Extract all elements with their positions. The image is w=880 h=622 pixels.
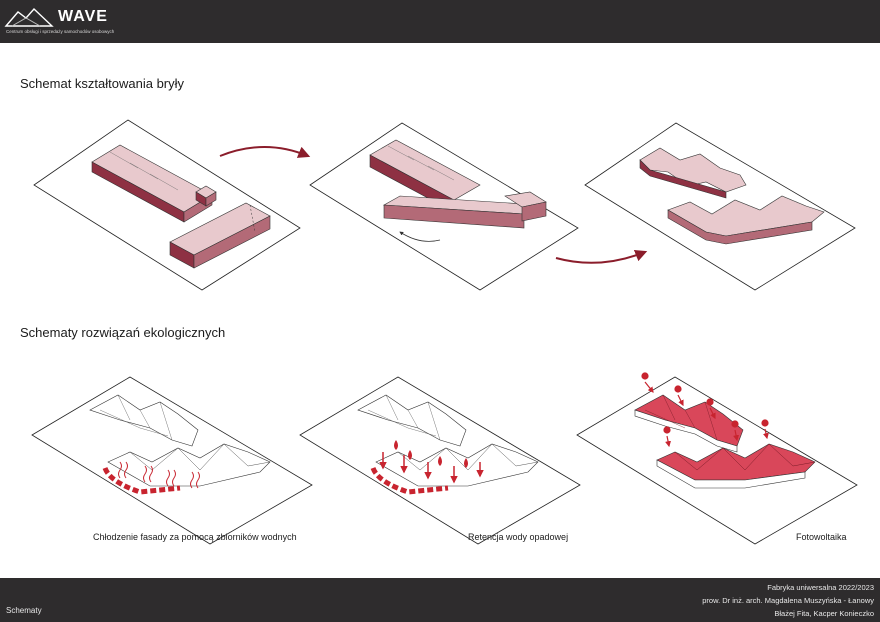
- eco-cooling-diagram: [31, 376, 313, 545]
- pv-caption: Fotowoltaika: [796, 532, 847, 542]
- footer-bar: Schematy Fabryka uniwersalna 2022/2023 p…: [0, 578, 880, 622]
- wave-logo-icon: [4, 7, 54, 27]
- transition-arrow-1: [219, 146, 311, 158]
- logo-subtitle: Centrum obsługi i sprzedaży samochodów o…: [6, 29, 115, 34]
- massing-step-2: [309, 122, 579, 291]
- transition-arrow-2: [555, 249, 648, 264]
- page-name: Schematy: [6, 606, 42, 615]
- credits-line-3: Błażej Fita, Kacper Konieczko: [774, 609, 874, 618]
- header-bar: WAVE Centrum obsługi i sprzedaży samocho…: [0, 0, 880, 43]
- credits-line-2: prow. Dr inż. arch. Magdalena Muszyńska …: [702, 596, 874, 605]
- logo-text: WAVE: [58, 8, 108, 25]
- retention-caption: Retencja wody opadowej: [468, 532, 569, 542]
- massing-step-3: [584, 122, 856, 291]
- cooling-caption: Chłodzenie fasady za pomocą zbiorników w…: [93, 532, 297, 542]
- credits-line-1: Fabryka uniwersalna 2022/2023: [767, 583, 874, 592]
- massing-section-title: Schemat kształtowania bryły: [20, 76, 185, 91]
- eco-section-title: Schematy rozwiązań ekologicznych: [20, 325, 226, 340]
- eco-retention-diagram: [299, 376, 581, 545]
- eco-pv-diagram: [576, 372, 858, 545]
- credits-block: Fabryka uniwersalna 2022/2023 prow. Dr i…: [702, 581, 874, 620]
- massing-step-1: [33, 119, 301, 291]
